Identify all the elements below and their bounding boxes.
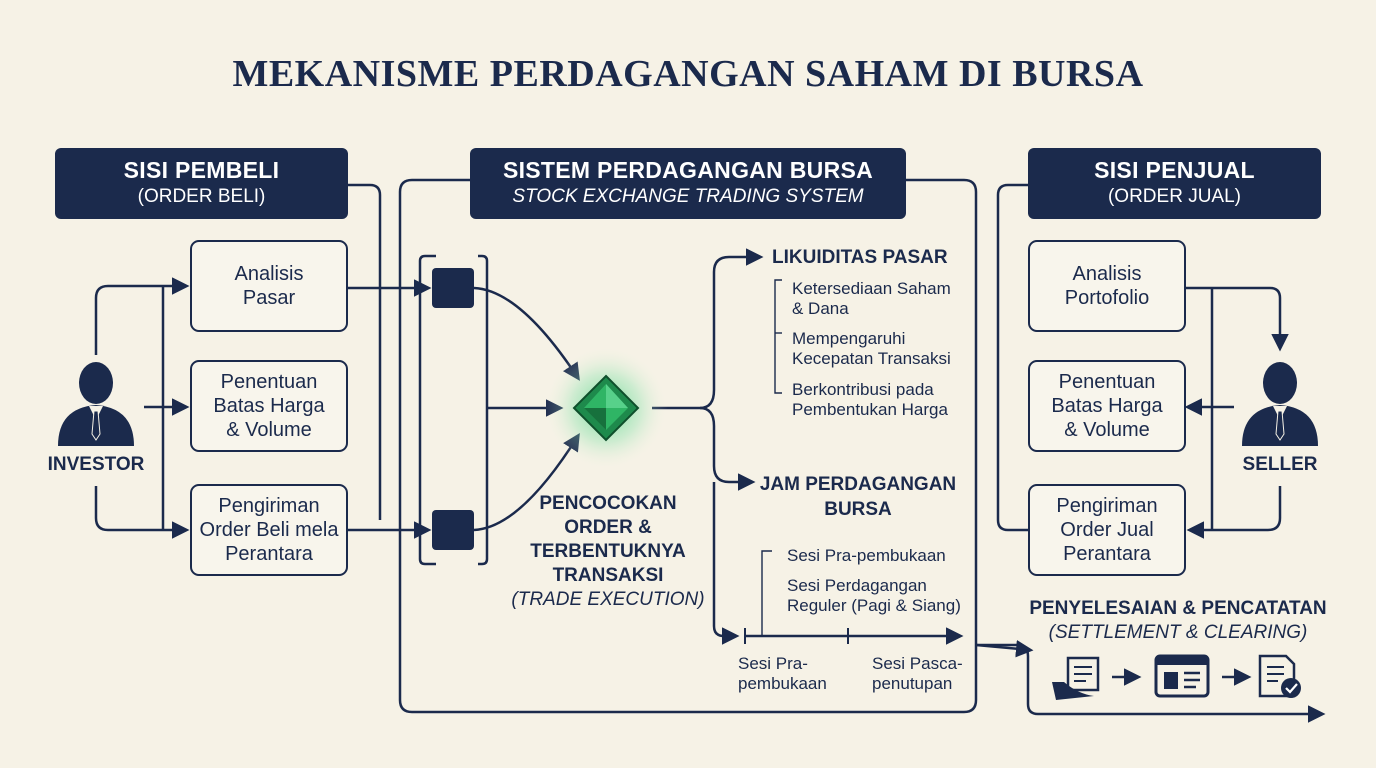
matching-label: PENCOCOKAN ORDER & TERBENTUKNYA TRANSAKS… (530, 493, 686, 586)
investor-label: INVESTOR (47, 454, 145, 475)
exchange-header: SISTEM PERDAGANGAN BURSA STOCK EXCHANGE … (470, 148, 906, 219)
seller-header-title: SISI PENJUAL (1094, 157, 1255, 183)
buyer-step-label: Analisis Pasar (234, 263, 304, 309)
seller-step-label: Pengiriman Order Jual Perantara (1056, 495, 1158, 565)
buyer-header: SISI PEMBELI (ORDER BELI) (55, 148, 348, 219)
seller-header: SISI PENJUAL (ORDER JUAL) (1028, 148, 1321, 219)
buyer-step-send-order: Pengiriman Order Beli mela Perantara (190, 484, 348, 576)
settlement-subtitle: (SETTLEMENT & CLEARING) (1048, 622, 1308, 643)
buyer-step-label: Penentuan Batas Harga & Volume (213, 371, 325, 441)
settlement-title: PENYELESAIAN & PENCATATAN (1029, 598, 1327, 619)
timeline-label-post-closing: Sesi Pasca- penutupan (872, 654, 963, 693)
matching-sublabel: (TRADE EXECUTION) (511, 589, 705, 610)
trading-session-item: Sesi Perdagangan Reguler (Pagi & Siang) (787, 576, 961, 615)
screen-icon (1154, 654, 1210, 698)
buyer-header-title: SISI PEMBELI (123, 157, 280, 183)
exchange-header-title: SISTEM PERDAGANGAN BURSA (502, 157, 874, 183)
liquidity-item: Ketersediaan Saham & Dana (792, 279, 951, 318)
connector-lines (94, 178, 1326, 723)
liquidity-title: LIKUIDITAS PASAR (772, 247, 948, 268)
seller-step-send-order: Pengiriman Order Jual Perantara (1028, 484, 1186, 576)
liquidity-item: Berkontribusi pada Pembentukan Harga (792, 380, 948, 419)
buyer-step-price-volume: Penentuan Batas Harga & Volume (190, 360, 348, 452)
liquidity-item: Mempengaruhi Kecepatan Transaksi (792, 329, 951, 368)
buyer-step-market-analysis: Analisis Pasar (190, 240, 348, 332)
gem-icon (544, 346, 668, 470)
seller-step-price-volume: Penentuan Batas Harga & Volume (1028, 360, 1186, 452)
seller-step-portfolio-analysis: Analisis Portofolio (1028, 240, 1186, 332)
person-icon (58, 362, 134, 446)
checked-document-icon (1258, 654, 1301, 698)
seller-step-label: Penentuan Batas Harga & Volume (1051, 371, 1163, 441)
sell-order-node (432, 510, 474, 550)
buy-order-node (432, 268, 474, 308)
person-icon (1242, 362, 1318, 446)
document-hand-icon (1052, 656, 1100, 700)
trading-session-item: Sesi Pra-pembukaan (787, 546, 946, 565)
trading-hours-title: JAM PERDAGANGAN BURSA (759, 474, 957, 520)
buyer-step-label: Pengiriman Order Beli mela Perantara (199, 495, 339, 565)
seller-label: SELLER (1242, 454, 1318, 475)
seller-step-label: Analisis Portofolio (1064, 263, 1150, 309)
exchange-header-subtitle: STOCK EXCHANGE TRADING SYSTEM (512, 186, 864, 207)
timeline-label-pre-opening: Sesi Pra- pembukaan (738, 654, 827, 693)
buyer-header-subtitle: (ORDER BELI) (137, 186, 266, 207)
page-title: MEKANISME PERDAGANGAN SAHAM DI BURSA (232, 53, 1144, 95)
seller-header-subtitle: (ORDER JUAL) (1107, 186, 1241, 207)
